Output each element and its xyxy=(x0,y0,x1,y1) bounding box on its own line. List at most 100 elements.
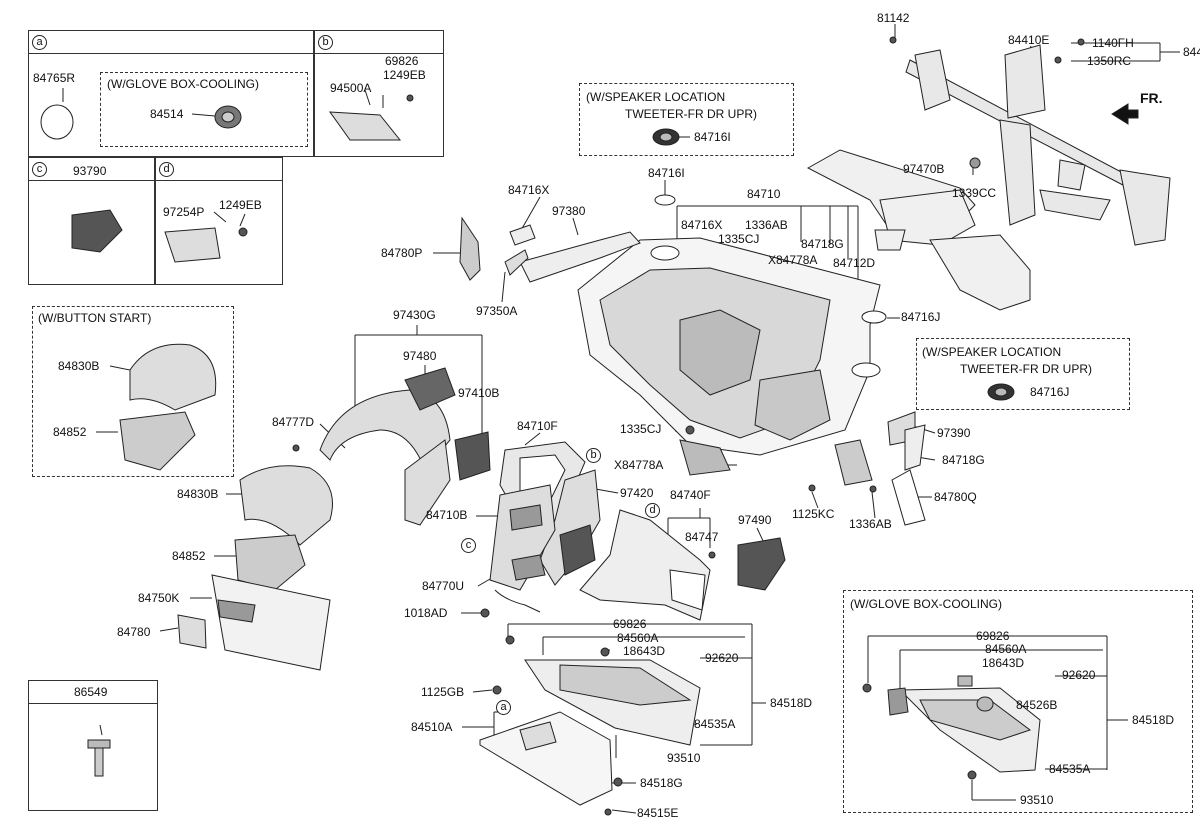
label-1350RC: 1350RC xyxy=(1087,54,1132,68)
label-84515E: 84515E xyxy=(637,806,679,820)
label-84518D: 84518D xyxy=(770,696,813,710)
panel-c-key: c xyxy=(32,162,47,177)
speaker-right-inset xyxy=(916,338,1130,410)
label-84716J: 84716J xyxy=(901,310,941,324)
panel-d-key: d xyxy=(159,162,174,177)
speaker-right-line1: (W/SPEAKER LOCATION xyxy=(922,345,1062,359)
label-c-84518D: 84518D xyxy=(1132,713,1175,727)
button-start-note: (W/BUTTON START) xyxy=(38,311,152,325)
label-1140FH: 1140FH xyxy=(1092,36,1134,50)
label-97254P: 97254P xyxy=(163,205,205,219)
label-84410E: 84410E xyxy=(1008,33,1050,47)
label-84710F: 84710F xyxy=(517,419,558,433)
label-b-1249EB: 1249EB xyxy=(383,68,426,82)
label-84740F: 84740F xyxy=(670,488,711,502)
label-c-69826: 69826 xyxy=(976,629,1010,643)
label-1335CJ-top: 1335CJ xyxy=(718,232,760,246)
label-844: 844 xyxy=(1183,45,1200,59)
label-93790: 93790 xyxy=(73,164,107,178)
label-84780: 84780 xyxy=(117,625,151,639)
label-97380: 97380 xyxy=(552,204,586,218)
label-c-92620: 92620 xyxy=(1062,668,1096,682)
label-84770U: 84770U xyxy=(422,579,465,593)
panel-a-key: a xyxy=(32,35,47,50)
label-c-84535A: 84535A xyxy=(1049,762,1091,776)
panel-a-header xyxy=(28,30,314,54)
label-84777D: 84777D xyxy=(272,415,315,429)
label-c-84526B: 84526B xyxy=(1016,698,1058,712)
label-84716I: 84716I xyxy=(648,166,685,180)
label-84716X: 84716X xyxy=(508,183,550,197)
label-97410B: 97410B xyxy=(458,386,500,400)
label-84718G: 84718G xyxy=(942,453,985,467)
callout-b: b xyxy=(586,448,601,463)
fr-arrow-label: FR. xyxy=(1140,90,1163,106)
label-1336AB: 1336AB xyxy=(849,517,892,531)
label-93510: 93510 xyxy=(667,751,701,765)
label-94500A: 94500A xyxy=(330,81,372,95)
label-bs-84830B: 84830B xyxy=(58,359,100,373)
label-1125KC: 1125KC xyxy=(792,507,835,521)
label-84780Q: 84780Q xyxy=(934,490,977,504)
label-84535A: 84535A xyxy=(694,717,736,731)
label-1125GB: 1125GB xyxy=(421,685,465,699)
label-97420: 97420 xyxy=(620,486,654,500)
label-84852: 84852 xyxy=(172,549,206,563)
label-c-84560A: 84560A xyxy=(985,642,1027,656)
label-X84778A: X84778A xyxy=(614,458,664,472)
label-97430G: 97430G xyxy=(393,308,436,322)
speaker-left-part: 84716I xyxy=(694,130,731,144)
speaker-right-part: 84716J xyxy=(1030,385,1070,399)
label-97470B: 97470B xyxy=(903,162,945,176)
label-84765R: 84765R xyxy=(33,71,76,85)
panel-bolt-header xyxy=(28,680,158,704)
speaker-left-line1: (W/SPEAKER LOCATION xyxy=(586,90,726,104)
label-18643D: 18643D xyxy=(623,644,666,658)
label-bs-84852: 84852 xyxy=(53,425,87,439)
panel-d-header xyxy=(155,157,283,181)
label-97390: 97390 xyxy=(937,426,971,440)
label-glove-cooling-small: (W/GLOVE BOX-COOLING) xyxy=(107,77,260,91)
speaker-right-line2: TWEETER-FR DR UPR) xyxy=(960,362,1092,376)
label-X84778A-top: X84778A xyxy=(768,253,818,267)
label-92620: 92620 xyxy=(705,651,739,665)
callout-a: a xyxy=(496,700,511,715)
label-86549: 86549 xyxy=(74,685,108,699)
label-84747: 84747 xyxy=(685,530,719,544)
label-97480: 97480 xyxy=(403,349,437,363)
callout-c: c xyxy=(461,538,476,553)
callout-d: d xyxy=(645,503,660,518)
label-84830B: 84830B xyxy=(177,487,219,501)
label-81142: 81142 xyxy=(877,11,910,25)
glove-cooling-inset xyxy=(100,72,308,147)
speaker-left-inset xyxy=(579,83,794,156)
speaker-left-line2: TWEETER-FR DR UPR) xyxy=(625,107,757,121)
label-84710: 84710 xyxy=(747,187,781,201)
label-84518G: 84518G xyxy=(640,776,683,790)
panel-b-key: b xyxy=(318,35,333,50)
label-84716X-top: 84716X xyxy=(681,218,723,232)
label-84718G-top: 84718G xyxy=(801,237,844,251)
label-84514: 84514 xyxy=(150,107,184,121)
label-c-93510: 93510 xyxy=(1020,793,1054,807)
label-1339CC: 1339CC xyxy=(952,186,997,200)
label-d-1249EB: 1249EB xyxy=(219,198,262,212)
label-c-18643D: 18643D xyxy=(982,656,1025,670)
panel-b-header xyxy=(314,30,444,54)
label-1335CJ: 1335CJ xyxy=(620,422,662,436)
label-84712D: 84712D xyxy=(833,256,876,270)
label-97350A: 97350A xyxy=(476,304,518,318)
label-1336AB-top: 1336AB xyxy=(745,218,788,232)
label-84560A: 84560A xyxy=(617,631,659,645)
button-start-inset xyxy=(32,306,234,477)
glove-cooling-note: (W/GLOVE BOX-COOLING) xyxy=(850,597,1003,611)
panel-c-header xyxy=(28,157,155,181)
label-97490: 97490 xyxy=(738,513,772,527)
label-69826: 69826 xyxy=(613,617,647,631)
label-84510A: 84510A xyxy=(411,720,453,734)
label-84710B: 84710B xyxy=(426,508,468,522)
label-84780P: 84780P xyxy=(381,246,423,260)
glove-cooling-section xyxy=(843,590,1193,813)
